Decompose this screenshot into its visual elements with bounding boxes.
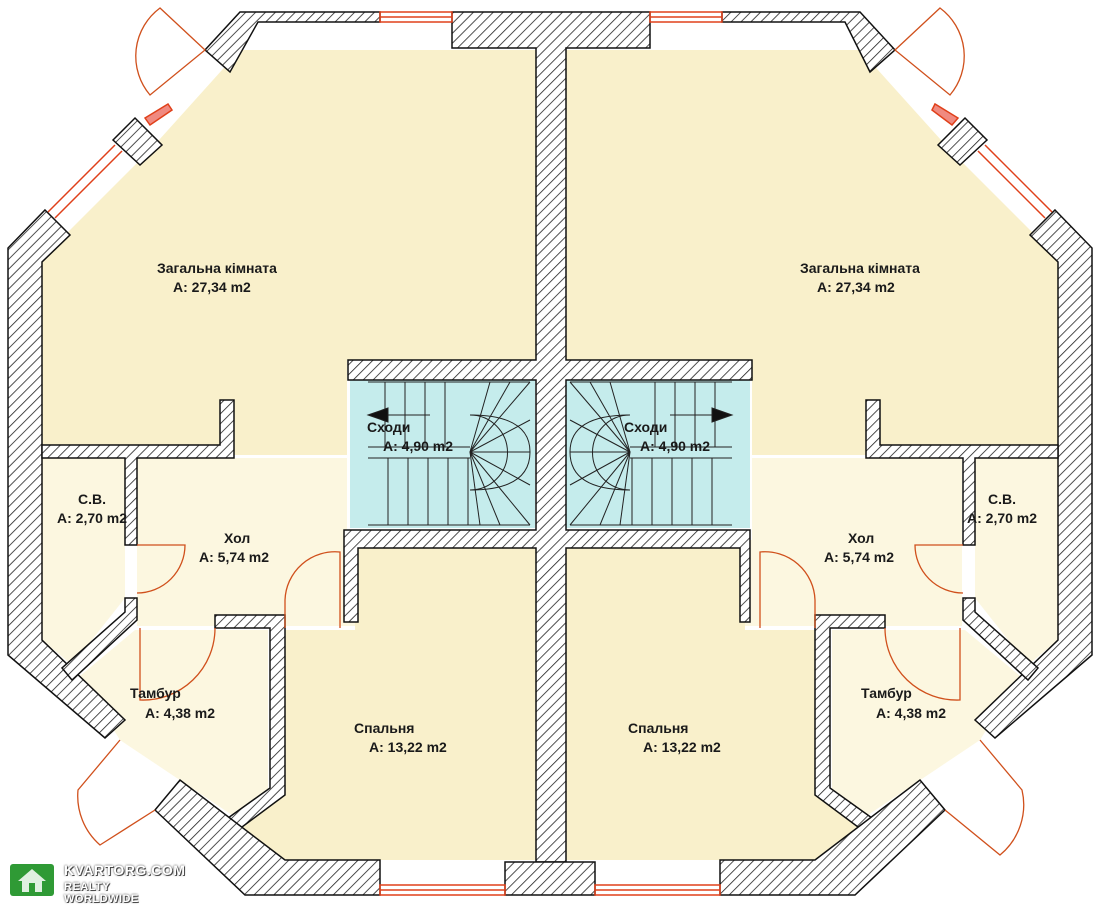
label-stairs-right-area: A: 4,90 m2: [640, 438, 710, 454]
wall-right-living-hall: [865, 399, 1059, 546]
wall-left-outer: [7, 208, 127, 739]
door-hall-left: [284, 551, 341, 628]
label-wc-left-area: A: 2,70 m2: [57, 510, 127, 526]
house-logo-icon: [10, 864, 54, 896]
doors: [77, 7, 1025, 856]
door-hall-right: [759, 551, 816, 628]
wall-right-wc-vest: [962, 597, 1040, 682]
wall-left-wc-vest: [60, 597, 138, 682]
door-wc-right: [914, 544, 964, 594]
label-vestibule-left-name: Тамбур: [130, 685, 181, 701]
wall-bottom-left: [153, 778, 381, 896]
window-left-diag: [47, 144, 116, 213]
wall-left-living-hall: [41, 399, 235, 546]
door-entry-right: [944, 739, 1025, 856]
label-bedroom-right-name: Спальня: [628, 720, 688, 736]
label-vestibule-right-area: A: 4,38 m2: [876, 705, 946, 721]
floor-hall-right: [745, 458, 962, 626]
window-right-diag: [984, 144, 1053, 213]
stairs-right-steps: [569, 381, 734, 526]
floor-areas: [42, 50, 1058, 860]
floor-bedroom-right: [565, 548, 860, 860]
label-bedroom-left-area: A: 13,22 m2: [369, 739, 447, 755]
label-living-left-area: A: 27,34 m2: [173, 279, 251, 295]
wall-bottom-mid: [504, 861, 596, 896]
door-entry-left: [77, 739, 156, 846]
floor-living-right: [565, 50, 1058, 455]
watermark-line2: REALTY WORLDWIDE: [64, 881, 139, 905]
wall-pier-left: [111, 116, 164, 167]
door-top-left: [135, 7, 206, 96]
door-top-right: [894, 7, 965, 96]
wall-right-vest-bed: [814, 614, 886, 832]
floor-bedroom-left: [240, 548, 537, 860]
watermark: KVARTORG.COM REALTY WORLDWIDE: [6, 860, 186, 905]
label-wc-left-name: С.В.: [78, 491, 106, 507]
wall-pier-right: [936, 116, 989, 167]
label-living-right-area: A: 27,34 m2: [817, 279, 895, 295]
room-labels: Загальна кімната A: 27,34 m2 Загальна кі…: [57, 260, 1037, 755]
label-stairs-left-area: A: 4,90 m2: [383, 438, 453, 454]
label-living-left-name: Загальна кімната: [157, 260, 277, 276]
label-hall-right-area: A: 5,74 m2: [824, 549, 894, 565]
floor-stairs-right: [565, 380, 750, 528]
label-vestibule-left-area: A: 4,38 m2: [145, 705, 215, 721]
label-living-right-name: Загальна кімната: [800, 260, 920, 276]
windows: [47, 11, 1053, 896]
label-hall-left-name: Хол: [224, 530, 250, 546]
floor-wc-right: [975, 458, 1058, 665]
label-stairs-right-name: Сходи: [624, 419, 667, 435]
label-wc-right-name: С.В.: [988, 491, 1016, 507]
label-hall-left-area: A: 5,74 m2: [199, 549, 269, 565]
wall-right-outer: [973, 208, 1093, 739]
floor-stairs-left: [350, 380, 535, 528]
floor-vestibule-left: [80, 630, 268, 815]
label-bedroom-right-area: A: 13,22 m2: [643, 739, 721, 755]
floor-wc-left: [42, 458, 125, 665]
door-wc-left: [136, 544, 186, 594]
label-bedroom-left-name: Спальня: [354, 720, 414, 736]
label-vestibule-right-name: Тамбур: [861, 685, 912, 701]
label-stairs-left-name: Сходи: [367, 419, 410, 435]
floor-hall-left: [137, 458, 355, 626]
label-hall-right-name: Хол: [848, 530, 874, 546]
door-vest-right: [884, 627, 961, 701]
stairs-left-steps: [366, 381, 531, 526]
floor-living-left: [42, 50, 537, 455]
watermark-line1: KVARTORG.COM: [64, 862, 186, 878]
walls: [7, 11, 1093, 896]
floor-vestibule-right: [832, 630, 1020, 815]
label-wc-right-area: A: 2,70 m2: [967, 510, 1037, 526]
door-vest-left: [139, 627, 216, 701]
